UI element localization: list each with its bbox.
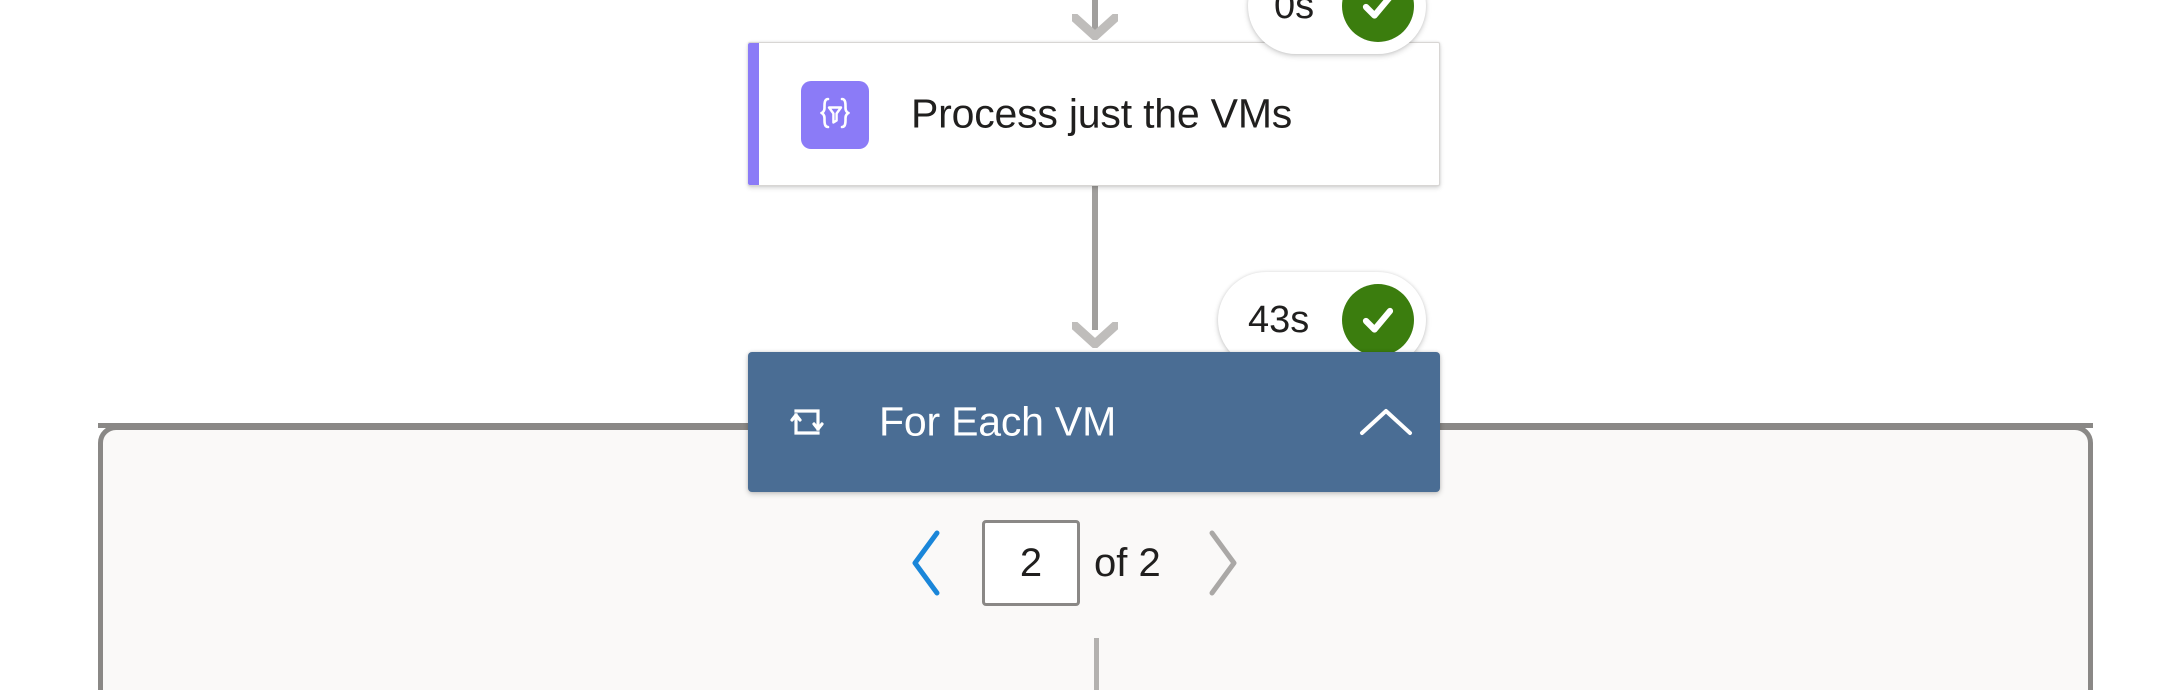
chevron-up-icon[interactable]: [1358, 402, 1414, 442]
chevron-right-icon[interactable]: [1185, 520, 1259, 606]
loop-repeat-icon: [784, 399, 830, 445]
scope-border-stub-right: [1430, 423, 2093, 428]
loop-header-title: For Each VM: [879, 398, 1117, 445]
pager-total-label: of 2: [1094, 540, 1161, 585]
loop-iteration-pager: of 2: [890, 520, 1259, 606]
checkmark-icon: [1342, 0, 1414, 42]
arrow-filter-to-loop-head: [1072, 322, 1118, 348]
arrow-filter-to-loop-line: [1092, 186, 1098, 330]
filter-array-icon: [801, 81, 869, 149]
arrow-into-filter-action-head: [1072, 14, 1118, 40]
action-card-accent-bar: [748, 43, 759, 185]
scope-border-stub-left: [98, 423, 758, 428]
status-pill-duration: 43s: [1248, 298, 1310, 341]
loop-header-for-each-vm[interactable]: For Each VM: [748, 352, 1440, 492]
pager-page-input[interactable]: [982, 520, 1080, 606]
checkmark-icon: [1342, 284, 1414, 356]
action-card-title: Process just the VMs: [911, 90, 1293, 137]
status-pill-duration: 0s: [1274, 0, 1315, 27]
arrow-into-filter-action-line: [1092, 0, 1098, 30]
action-card-process-just-the-vms[interactable]: Process just the VMs: [748, 42, 1440, 186]
chevron-left-icon[interactable]: [890, 520, 964, 606]
status-pill-filter[interactable]: 0s: [1248, 0, 1426, 54]
connector-below-pager: [1094, 638, 1099, 690]
